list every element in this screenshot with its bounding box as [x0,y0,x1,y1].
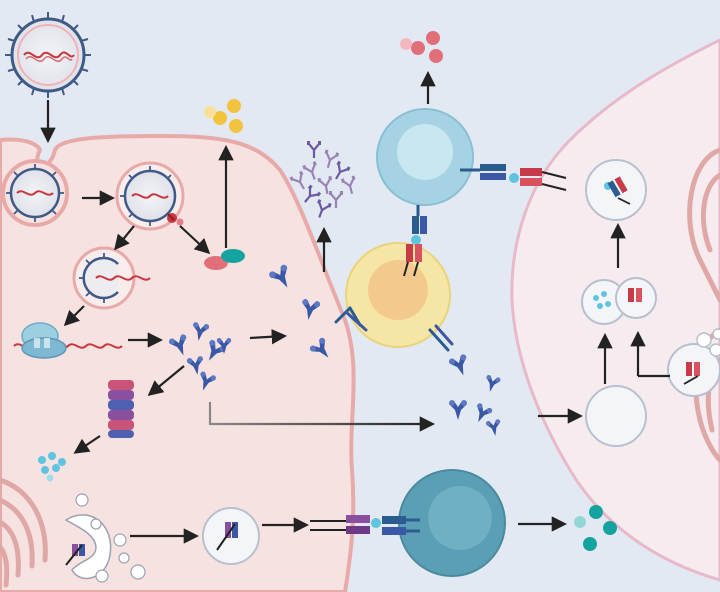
antibody-icon [317,175,333,195]
antigen-protein-icon [485,419,501,436]
antigen-protein-icon [200,371,216,391]
antigen-protein-icon [448,354,467,376]
antigen-protein-icon [476,403,493,423]
arrows [40,70,670,544]
peptide-cluster-icon [38,452,66,482]
antibody-cluster-icon [289,141,356,218]
vesicle-mhc-icon [202,507,260,565]
ribosome-icon [21,322,67,359]
bcr-right-icon [428,324,454,352]
antigen-protein-icon [449,400,467,420]
tcr-mhc-complex-right [460,164,567,191]
plasma-cell-icon [398,469,506,577]
arrow-to-ribosome [63,305,85,327]
rna-release-icon [95,275,151,281]
antibody-icon [304,184,322,203]
arrow-to-proteasome [147,365,185,396]
er-vesicles-icon [64,493,146,583]
antibody-icon [335,160,351,180]
arrow-to-peptides [73,435,101,454]
antigen-small-icon [167,213,184,226]
vesicle-fusion-icon [581,277,657,325]
arrow-to-membrane [249,329,288,345]
cytokine-red-cluster [400,31,443,63]
tcr-mhc-complex-bottom [310,515,420,535]
cytokine-teal-cluster [574,505,617,551]
vesicle-top-right [585,159,647,221]
virus-endocytosis-icon [1,159,69,227]
golgi-icon [0,477,48,588]
antibody-icon [317,199,332,218]
virus-particle-icon [5,12,91,98]
arrow-to-receptor [179,225,211,255]
uncoating-endosome-icon [72,246,151,310]
t-cell-icon [376,108,474,206]
receptor-pair-icon [204,249,245,270]
endosome-icon [115,161,185,231]
vesicle-mhc-right [667,328,720,397]
b-cell-icon [345,242,451,348]
antigen-protein-icon [269,264,288,288]
antigen-protein-icon [168,334,187,356]
cytokine-yellow-cluster [204,99,243,133]
tcr-mhc-complex-vertical [403,205,427,277]
antigen-protein-icon [216,338,232,354]
bcr-left-icon [334,306,368,332]
proteasome-icon [108,380,134,438]
mhc-loading-icon [65,544,85,566]
antigen-protein-icon [302,299,321,320]
antibody-icon [340,175,356,195]
antibody-icon [289,170,305,190]
antibody-icon [324,149,340,169]
antigen-protein-icon [309,337,329,358]
antigen-protein-icon [192,322,210,341]
antigen-protein-icon [486,374,501,392]
arrow-exosome-route [208,402,436,432]
arrow-to-uncoating [114,225,135,251]
antibody-icon [307,141,321,158]
antibody-icon [329,191,343,208]
vesicle-antigen-right [585,385,647,447]
antibody-icon [302,161,317,180]
antigen-protein-icon [186,356,204,375]
